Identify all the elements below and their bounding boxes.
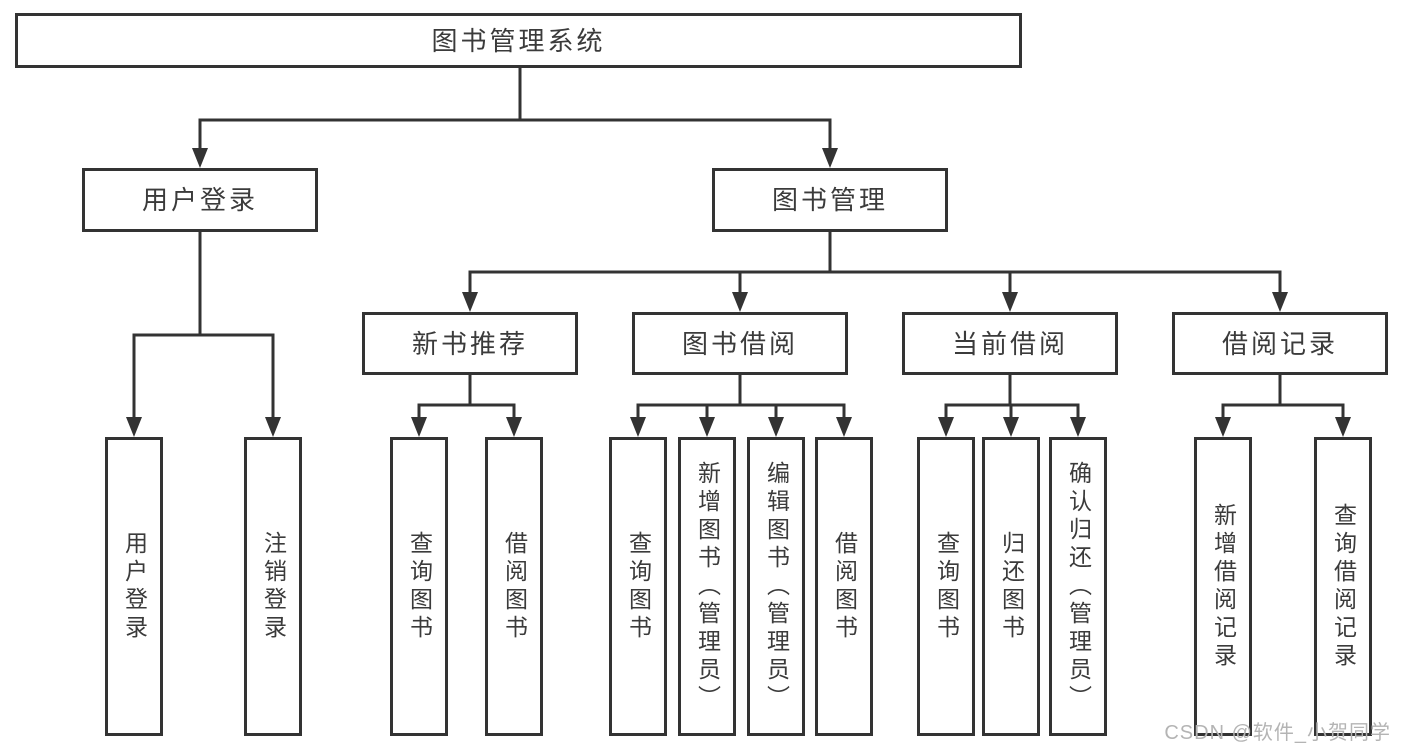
leaf-logout: 注销登录 bbox=[244, 437, 302, 736]
leaf-query-books-borrowing: 查询图书 bbox=[609, 437, 667, 736]
node-label: 归还图书 bbox=[998, 530, 1025, 643]
node-label: 新书推荐 bbox=[411, 328, 528, 359]
leaf-borrow-books-recommend: 借阅图书 bbox=[485, 437, 543, 736]
leaf-add-books-admin: 新增图书（管理员） bbox=[678, 437, 736, 736]
node-label: 当前借阅 bbox=[951, 328, 1068, 359]
node-label: 编辑图书（管理员） bbox=[763, 460, 790, 713]
node-borrowing-records: 借阅记录 bbox=[1172, 312, 1388, 375]
node-label: 新增借阅记录 bbox=[1210, 502, 1237, 671]
node-label: 图书管理系统 bbox=[431, 25, 606, 56]
node-label: 借阅记录 bbox=[1221, 328, 1338, 359]
leaf-query-books-current: 查询图书 bbox=[917, 437, 975, 736]
node-label: 查询图书 bbox=[625, 530, 652, 643]
leaf-edit-books-admin: 编辑图书（管理员） bbox=[747, 437, 805, 736]
node-label: 用户登录 bbox=[141, 185, 258, 215]
watermark-text: CSDN @软件_小贺同学 bbox=[1164, 722, 1391, 744]
node-label: 新增图书（管理员） bbox=[694, 460, 721, 713]
leaf-user-login: 用户登录 bbox=[105, 437, 163, 736]
node-new-book-recommend: 新书推荐 bbox=[362, 312, 578, 375]
node-label: 用户登录 bbox=[121, 530, 148, 643]
leaf-query-borrow-record: 查询借阅记录 bbox=[1314, 437, 1372, 736]
node-library-management-system: 图书管理系统 bbox=[15, 13, 1022, 68]
node-label: 确认归还（管理员） bbox=[1065, 460, 1092, 713]
node-label: 借阅图书 bbox=[501, 530, 528, 643]
node-book-management: 图书管理 bbox=[712, 168, 948, 232]
node-user-login: 用户登录 bbox=[82, 168, 318, 232]
leaf-confirm-return-admin: 确认归还（管理员） bbox=[1049, 437, 1107, 736]
leaf-return-books: 归还图书 bbox=[982, 437, 1040, 736]
node-label: 查询借阅记录 bbox=[1330, 502, 1357, 671]
node-book-borrowing: 图书借阅 bbox=[632, 312, 848, 375]
node-current-borrowing: 当前借阅 bbox=[902, 312, 1118, 375]
leaf-query-books-recommend: 查询图书 bbox=[390, 437, 448, 736]
node-label: 查询图书 bbox=[933, 530, 960, 643]
node-label: 注销登录 bbox=[260, 530, 287, 643]
node-label: 查询图书 bbox=[406, 530, 433, 643]
leaf-add-borrow-record: 新增借阅记录 bbox=[1194, 437, 1252, 736]
node-label: 借阅图书 bbox=[831, 530, 858, 643]
leaf-borrow-books-borrowing: 借阅图书 bbox=[815, 437, 873, 736]
node-label: 图书管理 bbox=[771, 185, 888, 215]
node-label: 图书借阅 bbox=[681, 328, 798, 359]
